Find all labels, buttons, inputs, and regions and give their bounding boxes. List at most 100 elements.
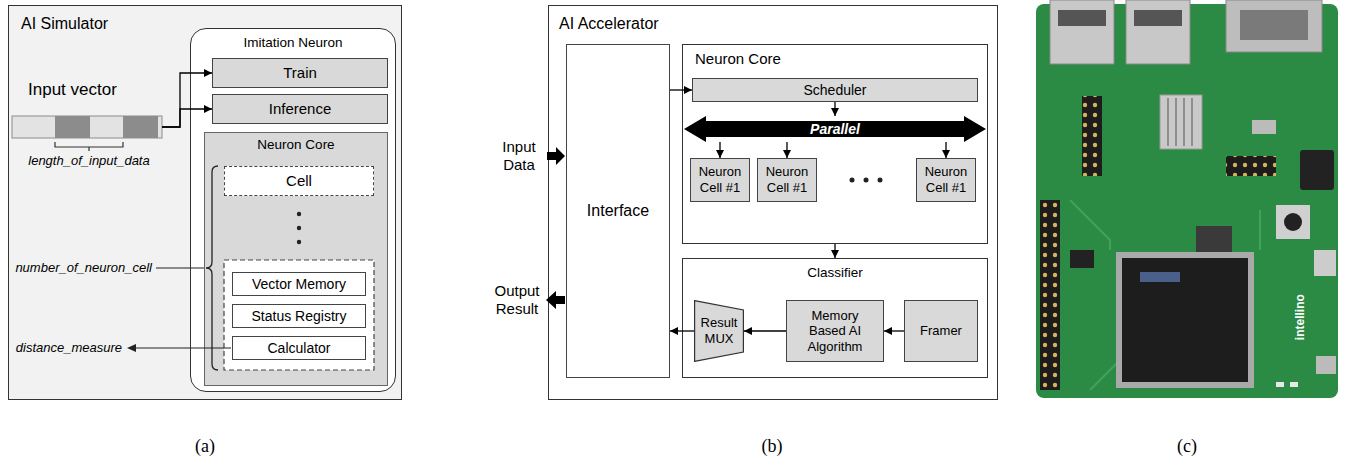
- usb-port: [1126, 0, 1190, 64]
- neuron-core: Neuron CoreSchedulerParallelNeuron Cell …: [682, 44, 988, 244]
- usb-port: [1050, 0, 1114, 64]
- push-button-cap: [1284, 213, 1302, 231]
- vector-segment: [55, 116, 90, 138]
- algorithm-box: Memory Based AI Algorithm: [786, 300, 884, 362]
- parameter-label-holder: number_of_neuron_cell: [4, 260, 152, 276]
- connector-arrow: [162, 69, 212, 127]
- distance-arrow: [134, 347, 231, 348]
- output-arrow: [546, 291, 565, 309]
- usb-connector: [1314, 250, 1336, 276]
- node-text: Result MUX: [696, 315, 742, 346]
- parameter-label: length_of_input_data: [14, 153, 164, 169]
- connector-arrow: [884, 327, 904, 335]
- node-text: Neuron Cell #1: [760, 164, 814, 195]
- connector-line: [834, 244, 835, 258]
- board-print-holder: intellino: [1293, 289, 1307, 345]
- ellipsis-dot: [878, 178, 883, 183]
- connector-line: [884, 330, 904, 331]
- framer-box: Framer: [904, 300, 978, 362]
- input-arrow: [547, 147, 565, 165]
- panel-caption: (a): [185, 436, 225, 458]
- arrowhead: [716, 150, 724, 158]
- double-arrow-shape-part: [684, 116, 986, 142]
- ellipsis-dot: [297, 212, 301, 216]
- node-text: Neuron Core: [205, 137, 387, 153]
- node-text: Neuron Cell #1: [919, 164, 973, 195]
- connector-arrow: [670, 327, 694, 335]
- neuron-cell: Neuron Cell #1: [916, 158, 976, 202]
- node-text: Classifier: [683, 265, 987, 281]
- imitation-neuron: Imitation NeuronTrainInference Neuron Co…: [190, 28, 396, 392]
- node-text: Neuron Core: [695, 50, 987, 68]
- connector-arrow: [831, 102, 839, 116]
- connector-layer: [683, 45, 987, 243]
- vector-bar: [12, 116, 162, 138]
- connector-line: [670, 89, 692, 90]
- connector-line: [162, 73, 212, 127]
- pin-header: [1040, 200, 1060, 390]
- accelerator-panel: AI AcceleratorInterface Neuron CoreSched…: [548, 5, 998, 400]
- calculator-box: Calculator: [232, 336, 366, 360]
- ellipsis-dot: [297, 240, 301, 244]
- node-text: Input vector: [28, 80, 162, 100]
- ellipsis-dot: [297, 226, 301, 230]
- distance-arrowhead: [127, 344, 136, 352]
- arrowhead: [831, 250, 839, 258]
- ellipsis-dot: [864, 178, 869, 183]
- node-text: Neuron Cell #1: [693, 164, 747, 195]
- panel-caption-holder: (c): [1167, 436, 1207, 458]
- pin-header: [1082, 96, 1102, 176]
- node-text: Framer: [920, 323, 962, 339]
- node-text: Cell: [286, 172, 312, 190]
- connector-line: [744, 330, 786, 331]
- arrowhead: [744, 327, 752, 335]
- node-text: Imitation Neuron: [191, 35, 395, 51]
- input-vector: Input vector: [12, 80, 162, 140]
- mux-shape-part: [695, 301, 744, 362]
- io-label-holder: Output Result: [490, 282, 544, 318]
- neuron-core: Neuron CoreCellVector MemoryStatus Regis…: [204, 132, 388, 386]
- arrowhead: [204, 69, 212, 77]
- audio-jack: [1300, 150, 1334, 190]
- ethernet-slot: [1240, 10, 1308, 40]
- node-text: Vector Memory: [252, 276, 346, 293]
- result-mux: Result MUX: [694, 300, 744, 362]
- node-text: Train: [283, 64, 317, 82]
- panel-caption-holder: (a): [185, 436, 225, 458]
- vector-segment: [123, 116, 158, 138]
- panel-caption-holder: (b): [752, 436, 792, 458]
- connector-line: [834, 102, 835, 116]
- pcb-trace: [1070, 200, 1260, 390]
- cell-brace: [206, 166, 218, 370]
- heatsink: [1160, 95, 1202, 149]
- heatsink-fins: [1168, 98, 1192, 146]
- node-text: Calculator: [267, 340, 330, 357]
- neuron-cell: Neuron Cell #1: [690, 158, 750, 202]
- length-bracket: [55, 142, 123, 151]
- connector-arrow: [783, 142, 791, 158]
- connector-arrow: [744, 327, 786, 335]
- board-print: intellino: [1293, 289, 1307, 345]
- registry-box: Status Registry: [232, 304, 366, 328]
- connector-arrow: [670, 86, 692, 94]
- connector-arrow: [831, 244, 839, 258]
- arrowhead: [684, 86, 692, 94]
- ellipsis-dot: [850, 178, 855, 183]
- connector-arrow: [162, 105, 212, 127]
- cell-box: Cell: [224, 166, 374, 196]
- ethernet-port: [1226, 0, 1322, 52]
- node-text: Parallel: [810, 121, 860, 138]
- micro-usb: [1316, 356, 1336, 374]
- node-text: Status Registry: [252, 308, 347, 325]
- led: [1290, 382, 1298, 387]
- chip-logo: [1140, 272, 1180, 282]
- io-label: Input Data: [494, 138, 544, 174]
- cell-group: [224, 260, 374, 370]
- connector-line: [162, 109, 212, 127]
- panel-caption: (c): [1167, 436, 1207, 458]
- panel-caption: (b): [752, 436, 792, 458]
- memory-box: Vector Memory: [232, 272, 366, 296]
- node-text: AI Accelerator: [559, 14, 997, 33]
- process-box: Inference: [212, 94, 388, 124]
- chip-legs: [1116, 252, 1254, 388]
